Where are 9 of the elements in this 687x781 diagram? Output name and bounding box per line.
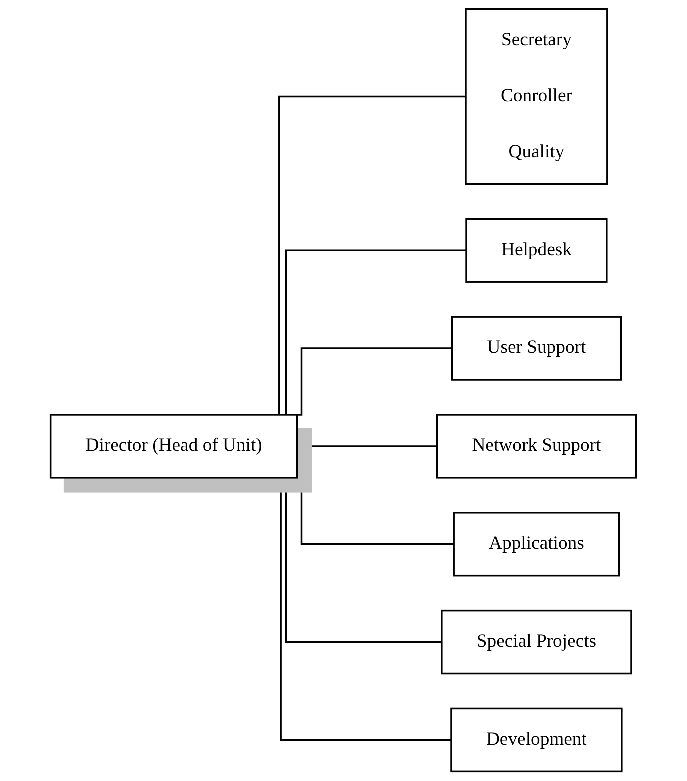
- node-box: [465, 8, 608, 186]
- node-box: [453, 512, 620, 577]
- node-box: [466, 218, 608, 283]
- node-box: [50, 414, 298, 479]
- node-box: [450, 708, 623, 773]
- node-box: [451, 316, 622, 381]
- connector: [297, 446, 438, 448]
- node-box: [441, 610, 632, 675]
- node-box: [436, 414, 638, 479]
